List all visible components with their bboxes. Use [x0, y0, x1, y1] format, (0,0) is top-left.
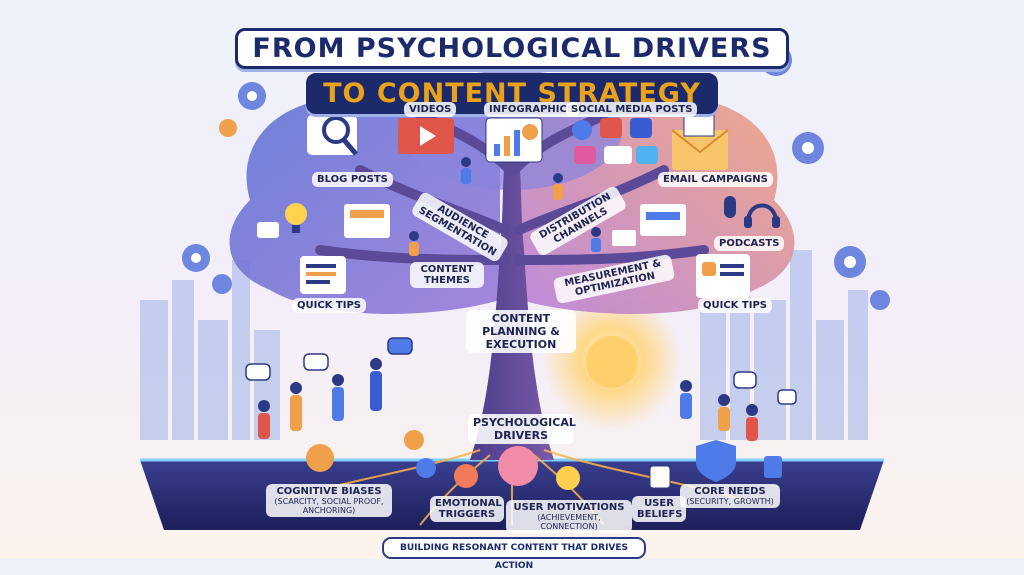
- infographic: FROM PSYCHOLOGICAL DRIVERS TO CONTENT ST…: [140, 28, 890, 571]
- label-trunk: CONTENT PLANNING & EXECUTION: [466, 310, 576, 353]
- label-user-beliefs: USER BELIEFS: [632, 496, 686, 522]
- label-podcasts: PODCASTS: [714, 236, 785, 251]
- label-quick-tips-right: QUICK TIPS: [698, 298, 772, 313]
- user-motivations-title: USER MOTIVATIONS: [513, 502, 625, 513]
- user-motivations-sub: (ACHIEVEMENT, CONNECTION): [537, 513, 601, 531]
- label-quick-tips-left: QUICK TIPS: [292, 298, 366, 313]
- footer-banner: BUILDING RESONANT CONTENT THAT DRIVES AC…: [382, 537, 646, 571]
- like-icon: [572, 120, 592, 140]
- label-user-motivations: USER MOTIVATIONS (ACHIEVEMENT, CONNECTIO…: [506, 500, 632, 533]
- label-blog-posts: BLOG POSTS: [312, 172, 393, 187]
- label-infographics: INFOGRAPHICS: [484, 102, 580, 117]
- content-cards: [257, 111, 780, 298]
- emoji-icon: [556, 466, 580, 490]
- title-line-1: FROM PSYCHOLOGICAL DRIVERS: [235, 28, 789, 69]
- core-needs-sub: (SECURITY, GROWTH): [686, 497, 774, 506]
- cognitive-biases-sub: (SCARCITY, SOCIAL PROOF, ANCHORING): [274, 497, 384, 515]
- speech-bubble-icon: [245, 337, 797, 405]
- label-social-media-posts: SOCIAL MEDIA POSTS: [566, 102, 698, 117]
- cognitive-biases-title: COGNITIVE BIASES: [276, 486, 382, 497]
- shield-icon: [696, 440, 736, 482]
- label-cognitive-biases: COGNITIVE BIASES (SCARCITY, SOCIAL PROOF…: [266, 484, 392, 517]
- brain-icon: [498, 446, 538, 486]
- heart-icon: [600, 118, 622, 138]
- core-needs-title: CORE NEEDS: [694, 486, 766, 497]
- label-content-themes: CONTENT THEMES: [410, 262, 484, 288]
- label-videos: VIDEOS: [404, 102, 457, 117]
- label-emotional-triggers: EMOTIONAL TRIGGERS: [430, 496, 504, 522]
- lightbulb-icon: [285, 203, 307, 225]
- label-core-needs: CORE NEEDS (SECURITY, GROWTH): [680, 484, 780, 508]
- magnifier-icon: [322, 116, 350, 144]
- label-email-campaigns: EMAIL CAMPAIGNS: [658, 172, 773, 187]
- microphone-icon: [724, 196, 736, 218]
- label-psychological-drivers: PSYCHOLOGICAL DRIVERS: [468, 414, 576, 444]
